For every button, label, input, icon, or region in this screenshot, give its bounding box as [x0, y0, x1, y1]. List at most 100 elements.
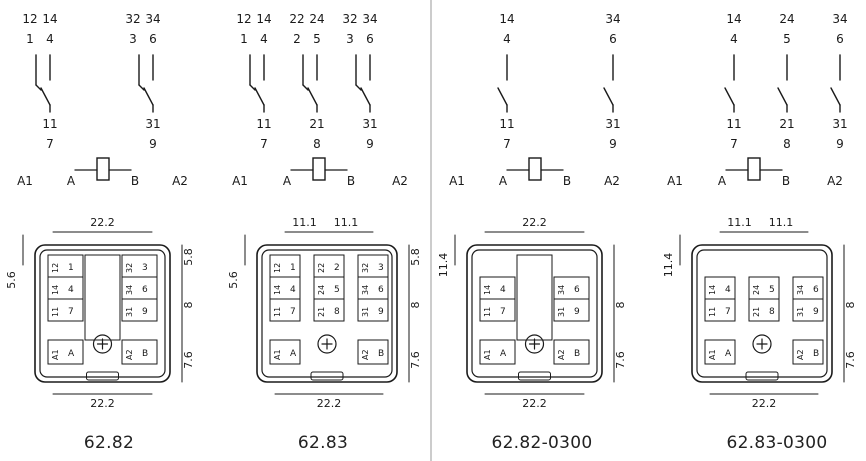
- contact-terminal-label: 5: [313, 32, 321, 46]
- dimension-pitch-right: 11.1: [334, 216, 359, 229]
- socket-terminal-id: 34: [125, 285, 134, 295]
- socket-terminal-num: 2: [334, 263, 340, 273]
- socket-terminal-cell: [313, 298, 345, 322]
- contact-terminal-label: 1: [26, 32, 34, 46]
- socket-terminal-num: 7: [290, 307, 296, 317]
- contact-terminal-label: 11: [726, 117, 741, 131]
- screw-head-icon: [524, 334, 545, 354]
- dimension-width-bottom: 22.2: [317, 397, 342, 410]
- socket-terminal-num: 6: [142, 285, 148, 295]
- socket-terminal-id: 31: [557, 307, 566, 317]
- socket-terminal-id: 21: [752, 307, 761, 317]
- socket-terminal-num: 7: [725, 307, 731, 317]
- model-caption-62-83: 62.83: [297, 433, 349, 453]
- socket-terminal-id: 14: [708, 285, 717, 295]
- coil-terminal-a: A: [67, 174, 76, 188]
- contact-terminal-label: 21: [779, 117, 794, 131]
- socket-terminal-num: B: [142, 349, 148, 359]
- socket-terminal-cell: [269, 339, 301, 365]
- contact-terminal-label: 7: [503, 137, 511, 151]
- contact-terminal-label: 9: [149, 137, 157, 151]
- contact-terminal-label: 4: [260, 32, 268, 46]
- contact-terminal-label: 6: [836, 32, 844, 46]
- socket-terminal-num: 4: [68, 285, 74, 295]
- socket-terminal-id: 11: [51, 307, 60, 317]
- coil-terminal-a1: A1: [232, 174, 248, 188]
- coil-terminal-b: B: [782, 174, 790, 188]
- dimension-left-offset: 5.6: [227, 271, 240, 289]
- contact-terminal-label: 34: [832, 12, 847, 26]
- socket-terminal-id: 12: [273, 263, 282, 273]
- coil-body: [747, 157, 761, 181]
- dimension-right-bottom: 7.6: [409, 351, 422, 369]
- coil-terminal-a2: A2: [604, 174, 620, 188]
- socket-terminal-num: 6: [378, 285, 384, 295]
- contact-terminal-label: 6: [609, 32, 617, 46]
- contact-switch-blade: [724, 87, 735, 106]
- contact-terminal-label: 9: [609, 137, 617, 151]
- socket-terminal-id: 32: [125, 263, 134, 273]
- socket-terminal-cell: [792, 298, 824, 322]
- socket-terminal-id: 31: [361, 307, 370, 317]
- dimension-right-bottom: 7.6: [614, 351, 627, 369]
- contact-terminal-label: 8: [313, 137, 321, 151]
- socket-terminal-num: A: [68, 349, 75, 359]
- contact-switch-blade: [830, 87, 841, 106]
- socket-terminal-id: 14: [51, 285, 60, 295]
- dimension-right-bottom: 7.6: [844, 351, 857, 369]
- contact-switch-blade: [603, 87, 614, 106]
- dimension-left-offset: 11.4: [662, 253, 675, 278]
- coil-terminal-a1: A1: [449, 174, 465, 188]
- contact-terminal-label: 2: [293, 32, 301, 46]
- dimension-right-mid: 8: [614, 302, 627, 309]
- contact-terminal-label: 4: [46, 32, 54, 46]
- socket-terminal-cell: [121, 298, 158, 322]
- contact-nc-line: [138, 84, 145, 91]
- contact-terminal-label: 14: [42, 12, 57, 26]
- model-caption-62-82: 62.82: [83, 433, 135, 453]
- contact-terminal-label: 5: [783, 32, 791, 46]
- dimension-right-top: 5.8: [182, 248, 195, 266]
- socket-release-clip: [86, 371, 119, 381]
- socket-inner-frame: [696, 249, 828, 378]
- dimension-right-top: 5.8: [409, 248, 422, 266]
- socket-terminal-cell: [269, 298, 301, 322]
- socket-terminal-id: A2: [557, 349, 566, 360]
- socket-terminal-cell: [792, 339, 824, 365]
- socket-terminal-id: 22: [317, 263, 326, 273]
- contact-terminal-label: 11: [256, 117, 271, 131]
- contact-terminal-label: 14: [726, 12, 741, 26]
- socket-terminal-num: 6: [813, 285, 819, 295]
- contact-terminal-label: 6: [366, 32, 374, 46]
- contact-terminal-label: 4: [503, 32, 511, 46]
- coil-body: [528, 157, 542, 181]
- socket-terminal-num: 7: [500, 307, 506, 317]
- dimension-pitch-left: 11.1: [727, 216, 752, 229]
- socket-terminal-cell: [748, 298, 780, 322]
- screw-head-icon: [752, 334, 772, 354]
- contact-nc-line: [35, 84, 42, 91]
- contact-terminal-label: 3: [129, 32, 137, 46]
- socket-terminal-num: B: [574, 349, 580, 359]
- contact-terminal-label: 7: [730, 137, 738, 151]
- socket-terminal-cell: [553, 339, 590, 365]
- dimension-pitch-left: 11.1: [292, 216, 317, 229]
- contact-terminal-label: 32: [342, 12, 357, 26]
- contact-switch-blade: [777, 87, 788, 106]
- contact-terminal-label: 3: [346, 32, 354, 46]
- contact-terminal-label: 8: [783, 137, 791, 151]
- socket-terminal-cell: [121, 339, 158, 365]
- contact-terminal-label: 4: [730, 32, 738, 46]
- socket-terminal-num: 8: [334, 307, 340, 317]
- socket-terminal-num: 9: [813, 307, 819, 317]
- dimension-right-bottom: 7.6: [182, 351, 195, 369]
- socket-terminal-num: 5: [334, 285, 340, 295]
- socket-outer-frame: [34, 244, 171, 383]
- socket-terminal-id: 11: [708, 307, 717, 317]
- contact-terminal-label: 9: [836, 137, 844, 151]
- contact-common-line: [254, 87, 265, 106]
- socket-terminal-id: 34: [557, 285, 566, 295]
